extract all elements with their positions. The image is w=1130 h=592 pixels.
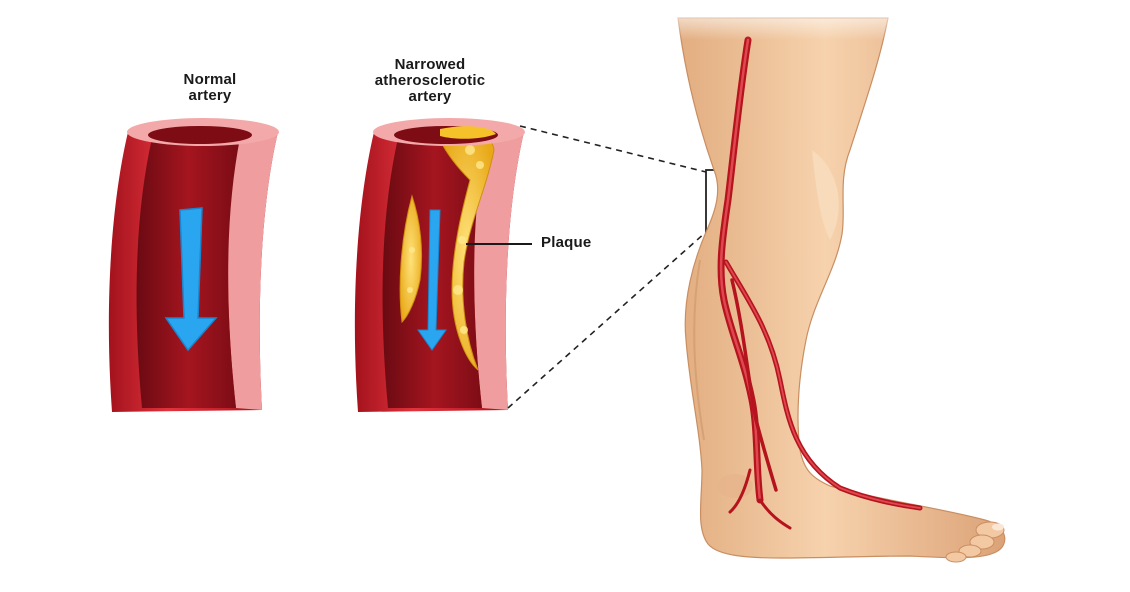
leg — [660, 0, 1006, 563]
label-narrowed-artery: Narrowed atherosclerotic artery — [350, 57, 510, 105]
label-narrowed-artery-line3: artery — [408, 88, 452, 105]
leg-arteries — [717, 36, 923, 530]
normal-artery — [108, 118, 279, 412]
label-narrowed-artery-line2: atherosclerotic — [374, 72, 486, 89]
blood-flow-arrow-icon — [417, 209, 447, 351]
narrowed-artery — [354, 118, 532, 412]
plaque-deposit — [399, 194, 423, 324]
label-plaque: Plaque — [541, 234, 592, 251]
plaque-deposit — [439, 134, 495, 371]
label-narrowed-artery-line1: Narrowed — [394, 56, 466, 73]
label-normal-artery-line1: Normal — [183, 71, 237, 88]
label-normal-artery: Normal artery — [150, 72, 270, 104]
blood-flow-arrow-icon — [164, 207, 218, 352]
label-normal-artery-line2: artery — [188, 87, 232, 104]
